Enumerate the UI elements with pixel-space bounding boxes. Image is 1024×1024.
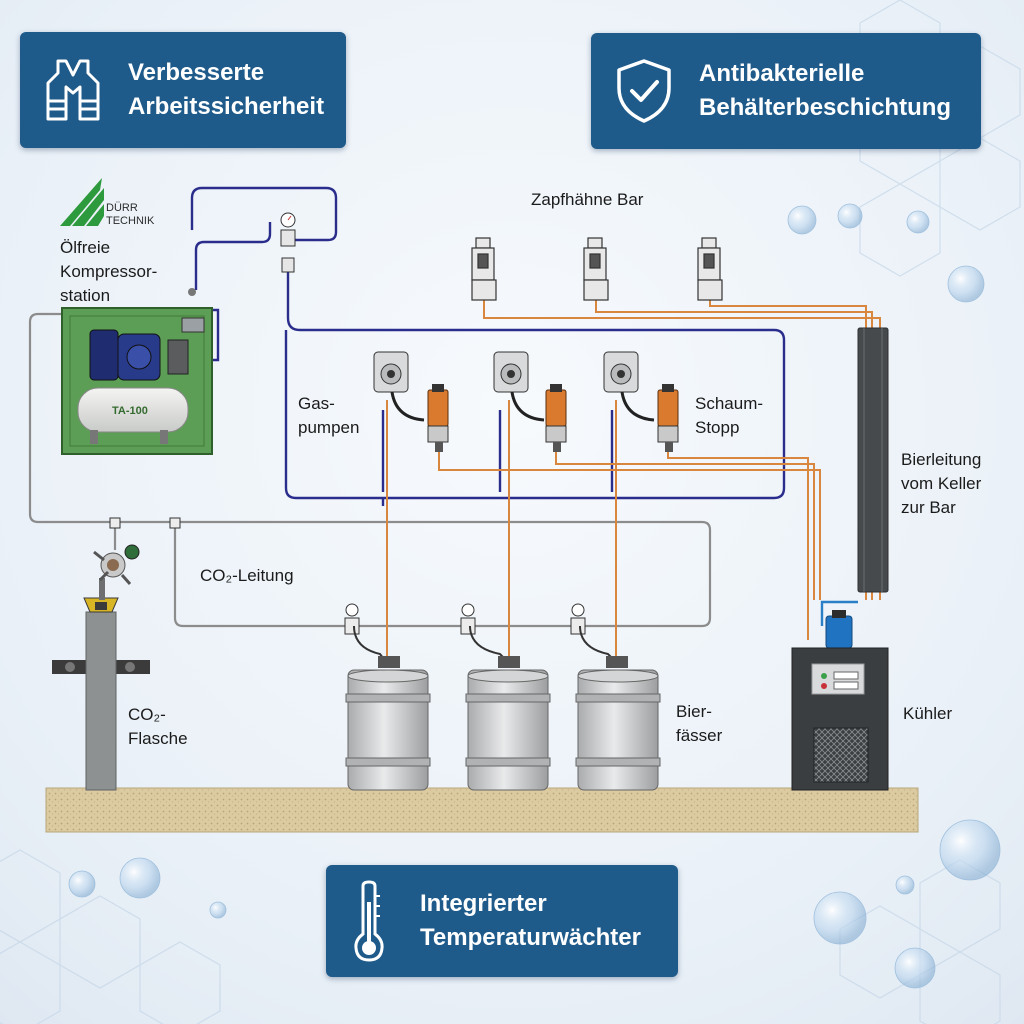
thermometer-icon <box>354 880 384 962</box>
foam-stops <box>427 384 679 452</box>
foam-stop-2 <box>545 384 567 452</box>
gas-pump-3 <box>603 351 655 422</box>
feature-antibacterial-box: Antibakterielle Behälterbeschichtung <box>591 33 981 149</box>
feature-safety-box: Verbesserte Arbeitssicherheit <box>20 32 346 148</box>
taps-label: Zapfhähne Bar <box>531 190 644 209</box>
keg-1 <box>345 625 431 791</box>
foam-stop-3 <box>657 384 679 452</box>
foam-stop-label: Schaum-Stopp <box>695 394 764 437</box>
compressor-label: Ölfreie Kompressor-station <box>60 238 158 305</box>
shield-check-icon <box>617 59 671 123</box>
beer-line-trunk <box>857 327 889 593</box>
air-regulator <box>280 212 296 273</box>
cooler <box>791 600 889 791</box>
tap-2 <box>583 237 609 301</box>
water-droplets <box>68 203 1001 989</box>
keg-2 <box>465 625 551 791</box>
beer-line-label: Bierleitung vom Keller zur Bar <box>901 450 982 517</box>
feature-safety-label: Verbesserte Arbeitssicherheit <box>128 59 325 120</box>
cooler-label: Kühler <box>903 704 953 723</box>
floor <box>45 787 919 833</box>
gas-pump-2 <box>493 351 545 422</box>
foam-stop-1 <box>427 384 449 452</box>
compressor-model-label: TA-100 <box>112 405 148 417</box>
keg-3 <box>575 625 661 791</box>
co2-line-label: CO₂-Leitung <box>200 566 294 585</box>
tap-1 <box>471 237 497 301</box>
duerr-technik-logo <box>60 178 104 226</box>
beer-taps <box>471 237 723 301</box>
kegs-label: Bier-fässer <box>676 702 723 745</box>
beer-kegs <box>345 625 661 791</box>
feature-temperature-label: Integrierter Temperaturwächter <box>420 890 641 951</box>
co2-regulators <box>109 517 586 635</box>
co2-bottle-label: CO₂-Flasche <box>128 705 188 748</box>
compressor-station <box>61 288 213 455</box>
gas-pumps-label: Gas-pumpen <box>298 394 360 437</box>
gas-pump-1 <box>373 351 425 422</box>
duerr-technik-logo-text: DÜRR TECHNIK <box>106 202 155 227</box>
co2-bottle <box>52 544 150 791</box>
feature-antibacterial-label: Antibakterielle Behälterbeschichtung <box>699 60 952 121</box>
tap-3 <box>697 237 723 301</box>
safety-vest-icon <box>46 59 100 121</box>
feature-temperature-box: Integrierter Temperaturwächter <box>326 865 678 977</box>
gas-pumps <box>373 351 655 422</box>
air-line <box>190 186 786 506</box>
